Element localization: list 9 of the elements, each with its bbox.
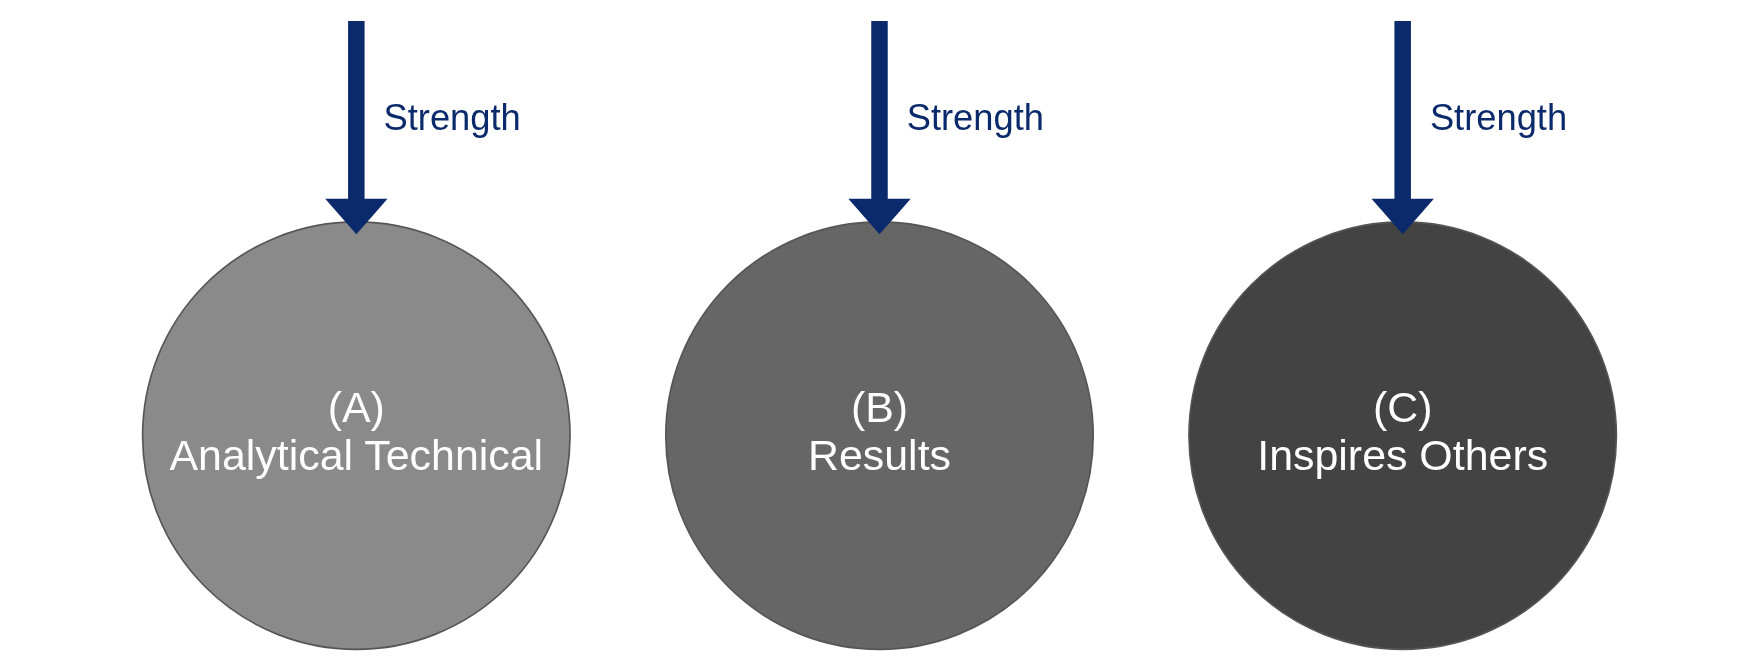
arrow: [324, 21, 387, 235]
edge-label: Strength: [906, 97, 1044, 139]
node-circle: (B) Results: [664, 221, 1094, 651]
node-circle: (A) Analytical Technical: [141, 221, 571, 651]
arrow: [847, 21, 911, 235]
node-circle: (C) Inspires Others: [1187, 221, 1617, 651]
arrow: [1371, 21, 1434, 235]
edge-label: Strength: [383, 97, 521, 139]
edge-label: Strength: [1429, 97, 1567, 139]
